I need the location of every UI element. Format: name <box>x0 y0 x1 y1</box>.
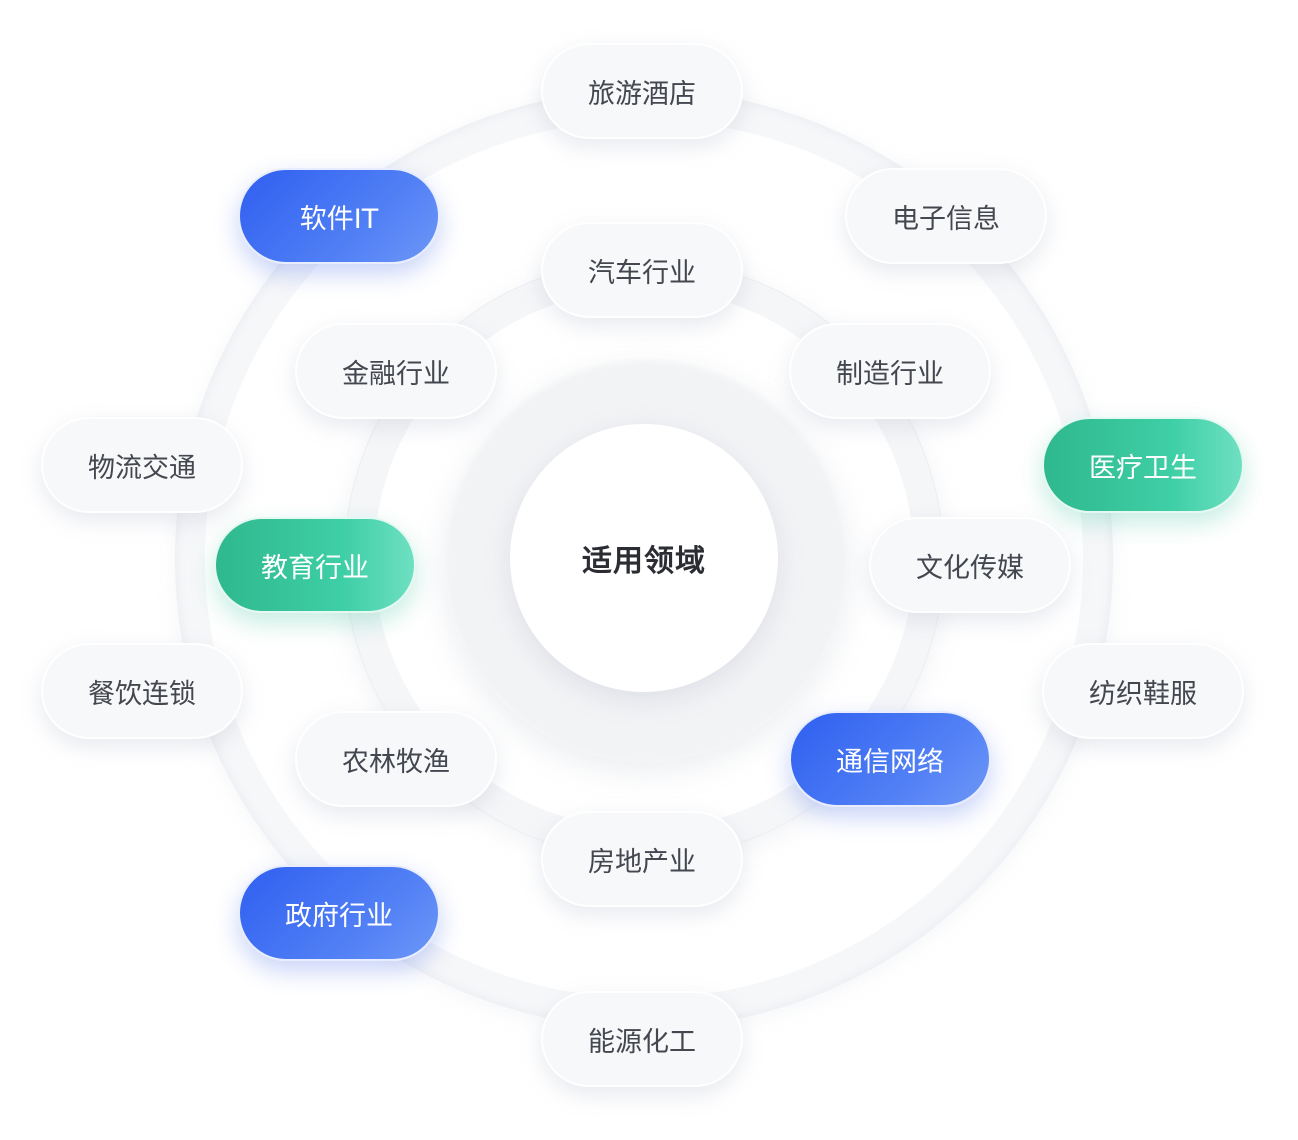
pill-label: 汽车行业 <box>588 257 696 289</box>
pill-software[interactable]: 软件IT <box>238 168 440 264</box>
pill-realestate[interactable]: 房地产业 <box>541 811 743 907</box>
pill-label: 政府行业 <box>285 900 393 932</box>
pill-label: 教育行业 <box>261 552 369 584</box>
pill-label: 制造行业 <box>836 358 944 390</box>
pill-manufacturing[interactable]: 制造行业 <box>789 323 991 419</box>
pill-textile[interactable]: 纺织鞋服 <box>1042 643 1244 739</box>
pill-label: 旅游酒店 <box>588 78 696 110</box>
pill-label: 房地产业 <box>588 846 696 878</box>
pill-label: 纺织鞋服 <box>1089 678 1197 710</box>
pill-label: 农林牧渔 <box>342 746 450 778</box>
core-circle: 适用领域 <box>510 424 778 692</box>
center-title: 适用领域 <box>582 544 706 579</box>
pill-agriculture[interactable]: 农林牧渔 <box>295 711 497 807</box>
pill-label: 通信网络 <box>836 746 944 778</box>
pill-label: 电子信息 <box>892 203 1000 235</box>
pill-finance[interactable]: 金融行业 <box>295 323 497 419</box>
pill-catering[interactable]: 餐饮连锁 <box>41 643 243 739</box>
pill-electronics[interactable]: 电子信息 <box>845 168 1047 264</box>
pill-label: 金融行业 <box>342 358 450 390</box>
pill-healthcare[interactable]: 医疗卫生 <box>1042 417 1244 513</box>
pill-education[interactable]: 教育行业 <box>214 517 416 613</box>
pill-label: 物流交通 <box>88 452 196 484</box>
pill-telecom[interactable]: 通信网络 <box>789 711 991 807</box>
pill-label: 能源化工 <box>588 1026 696 1058</box>
pill-energy[interactable]: 能源化工 <box>541 991 743 1087</box>
pill-label: 医疗卫生 <box>1089 452 1197 484</box>
pill-government[interactable]: 政府行业 <box>238 865 440 961</box>
pill-label: 文化传媒 <box>916 552 1024 584</box>
pill-tourism[interactable]: 旅游酒店 <box>541 43 743 139</box>
pill-culture[interactable]: 文化传媒 <box>869 517 1071 613</box>
pill-label: 餐饮连锁 <box>88 678 196 710</box>
pill-logistics[interactable]: 物流交通 <box>41 417 243 513</box>
pill-label: 软件IT <box>299 203 379 235</box>
pill-auto[interactable]: 汽车行业 <box>541 222 743 318</box>
